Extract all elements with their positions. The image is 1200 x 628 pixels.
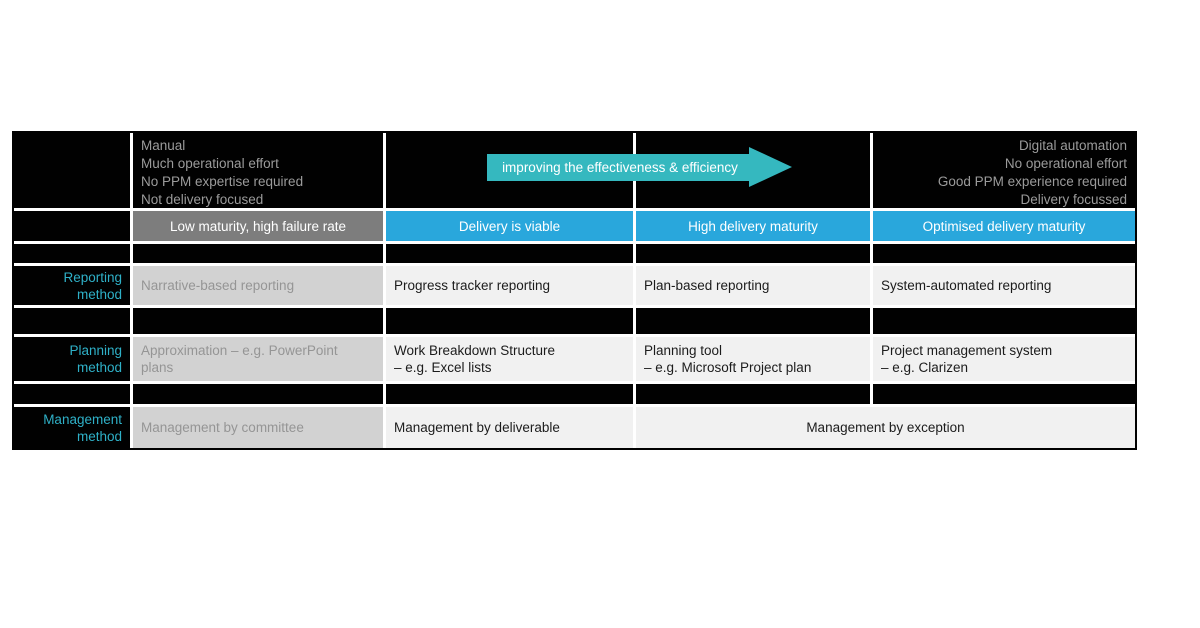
cell-line: plans (141, 360, 174, 375)
spacer-cell (386, 384, 633, 404)
column-header-optimised-maturity: Optimised delivery maturity (873, 211, 1135, 241)
row-label-line: Management (43, 411, 122, 427)
cell-line: – e.g. Clarizen (881, 360, 969, 375)
row-label-line: method (76, 360, 122, 375)
cell-planning-high-maturity: Planning tool – e.g. Microsoft Project p… (636, 337, 870, 381)
cell-reporting-optimised: System-automated reporting (873, 266, 1135, 305)
cell-management-low-maturity: Management by committee (133, 407, 383, 448)
spacer-cell (133, 244, 383, 263)
cell-planning-low-maturity: Approximation – e.g. PowerPoint plans (133, 337, 383, 381)
cell-reporting-high-maturity: Plan-based reporting (636, 266, 870, 305)
spacer-cell (636, 384, 870, 404)
cell-management-delivery-viable: Management by deliverable (386, 407, 633, 448)
left-note-line: Much operational effort (141, 156, 279, 171)
right-note-line: Delivery focussed (1020, 192, 1127, 207)
left-note-line: No PPM expertise required (141, 174, 304, 189)
matrix-grid: Manual Much operational effort No PPM ex… (14, 133, 1135, 448)
maturity-matrix: improving the effectiveness & efficiency… (12, 131, 1137, 450)
row-label-management-method: Management method (14, 407, 130, 448)
row-label-planning-method: Planning method (14, 337, 130, 381)
cell-planning-delivery-viable: Work Breakdown Structure – e.g. Excel li… (386, 337, 633, 381)
improvement-arrow: improving the effectiveness & efficiency (487, 147, 792, 187)
cell-management-exception-span: Management by exception (636, 407, 1135, 448)
header-band-left-notes: Manual Much operational effort No PPM ex… (133, 133, 383, 208)
spacer-cell (873, 384, 1135, 404)
spacer-cell (873, 244, 1135, 263)
header-band-corner-cell (14, 133, 130, 208)
arrow-head-icon (749, 147, 792, 187)
row-label-line: method (76, 428, 122, 444)
cell-planning-optimised: Project management system – e.g. Clarize… (873, 337, 1135, 381)
right-note-line: Good PPM experience required (937, 174, 1127, 189)
row-label-line: method (76, 286, 122, 302)
column-header-low-maturity: Low maturity, high failure rate (133, 211, 383, 241)
spacer-cell (636, 308, 870, 334)
cell-line: Approximation – e.g. PowerPoint (141, 343, 338, 358)
spacer-cell (386, 308, 633, 334)
spacer-cell (386, 244, 633, 263)
cell-reporting-delivery-viable: Progress tracker reporting (386, 266, 633, 305)
column-header-high-maturity: High delivery maturity (636, 211, 870, 241)
row-label-reporting-method: Reporting method (14, 266, 130, 305)
improvement-arrow-label: improving the effectiveness & efficiency (487, 153, 749, 181)
left-note-line: Not delivery focused (141, 192, 264, 207)
cell-line: Work Breakdown Structure (394, 343, 556, 358)
spacer-cell (133, 384, 383, 404)
right-note-line: No operational effort (1004, 156, 1127, 171)
header-band-right-notes: Digital automation No operational effort… (873, 133, 1135, 208)
spacer-cell (636, 244, 870, 263)
spacer-cell (14, 308, 130, 334)
cell-line: – e.g. Microsoft Project plan (644, 360, 812, 375)
cell-reporting-low-maturity: Narrative-based reporting (133, 266, 383, 305)
spacer-cell (133, 308, 383, 334)
spacer-cell (14, 384, 130, 404)
row-label-line: Planning (69, 343, 122, 358)
cell-line: – e.g. Excel lists (394, 360, 492, 375)
cell-line: Planning tool (644, 343, 723, 358)
column-header-delivery-viable: Delivery is viable (386, 211, 633, 241)
row-label-line: Reporting (63, 269, 122, 285)
spacer-cell (873, 308, 1135, 334)
spacer-cell (14, 244, 130, 263)
cell-line: Project management system (881, 343, 1053, 358)
left-note-line: Manual (141, 138, 186, 153)
right-note-line: Digital automation (1018, 138, 1127, 153)
maturity-row-label-cell (14, 211, 130, 241)
